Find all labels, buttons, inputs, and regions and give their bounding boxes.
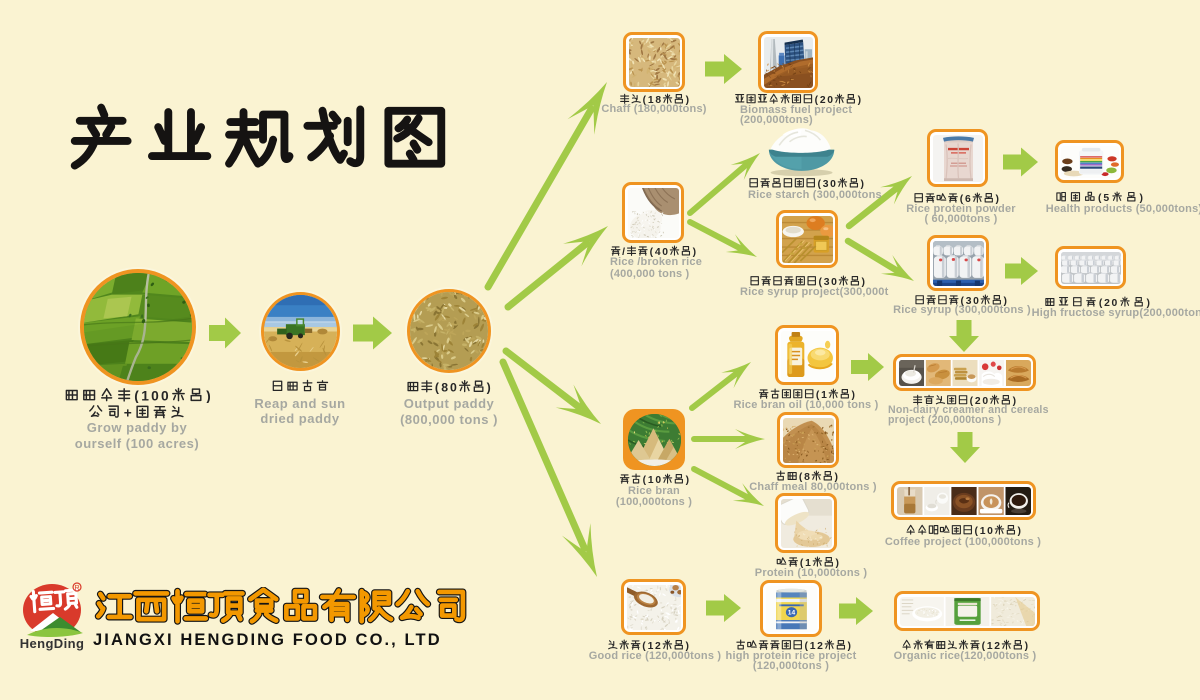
svg-text:1: 1 xyxy=(647,95,653,105)
svg-text:): ) xyxy=(852,390,855,400)
svg-text:6: 6 xyxy=(965,194,971,204)
svg-text:0: 0 xyxy=(161,388,169,403)
svg-text:(: ( xyxy=(815,95,819,105)
svg-text:(: ( xyxy=(642,95,646,105)
svg-text:): ) xyxy=(835,472,838,482)
svg-text:(: ( xyxy=(1098,193,1102,203)
svg-text:): ) xyxy=(1012,396,1015,406)
svg-text:8: 8 xyxy=(804,472,810,482)
svg-text:1: 1 xyxy=(805,558,811,568)
svg-text:1: 1 xyxy=(647,641,653,651)
svg-text:1: 1 xyxy=(810,641,816,651)
svg-text:0: 0 xyxy=(450,380,457,394)
svg-text:2: 2 xyxy=(974,396,980,406)
svg-text:): ) xyxy=(1025,641,1028,651)
svg-text:(: ( xyxy=(969,396,973,406)
svg-text:(: ( xyxy=(435,380,440,394)
svg-text:): ) xyxy=(858,95,861,105)
svg-text:(: ( xyxy=(134,388,139,403)
svg-text:(: ( xyxy=(642,475,646,485)
svg-text:1: 1 xyxy=(987,641,993,651)
svg-text:2: 2 xyxy=(817,641,823,651)
svg-text:14: 14 xyxy=(787,609,795,616)
svg-text:0: 0 xyxy=(831,277,837,287)
svg-text:0: 0 xyxy=(830,179,836,189)
svg-text:0: 0 xyxy=(982,396,988,406)
svg-text:8: 8 xyxy=(441,380,448,394)
svg-text:0: 0 xyxy=(1112,298,1118,308)
svg-text:): ) xyxy=(1147,298,1150,308)
svg-text:): ) xyxy=(206,388,211,403)
svg-text:2: 2 xyxy=(994,641,1000,651)
svg-text:(: ( xyxy=(960,194,964,204)
svg-text:(: ( xyxy=(817,179,821,189)
svg-text:0: 0 xyxy=(662,247,668,257)
svg-text:(: ( xyxy=(799,472,803,482)
svg-text:0: 0 xyxy=(655,475,661,485)
svg-text:4: 4 xyxy=(654,247,660,257)
svg-text:0: 0 xyxy=(827,95,833,105)
svg-text:(: ( xyxy=(974,526,978,536)
svg-text:/: / xyxy=(622,247,625,257)
svg-text:2: 2 xyxy=(655,641,661,651)
svg-text:3: 3 xyxy=(966,296,972,306)
svg-text:): ) xyxy=(861,277,864,287)
svg-text:(: ( xyxy=(982,641,986,651)
svg-text:3: 3 xyxy=(824,277,830,287)
svg-text:0: 0 xyxy=(987,526,993,536)
svg-text:(: ( xyxy=(649,247,653,257)
svg-text:(: ( xyxy=(642,641,646,651)
svg-text:(: ( xyxy=(800,558,804,568)
svg-text:): ) xyxy=(685,641,688,651)
svg-text:2: 2 xyxy=(1104,298,1110,308)
svg-text:): ) xyxy=(860,179,863,189)
svg-text:(: ( xyxy=(961,296,965,306)
svg-text:R: R xyxy=(74,585,79,592)
svg-text:1: 1 xyxy=(980,526,986,536)
svg-text:): ) xyxy=(685,95,688,105)
svg-text:): ) xyxy=(1004,296,1007,306)
svg-text:): ) xyxy=(1140,193,1143,203)
svg-text:(: ( xyxy=(816,390,820,400)
svg-text:): ) xyxy=(487,380,491,394)
svg-text:): ) xyxy=(847,641,850,651)
svg-text:1: 1 xyxy=(821,390,827,400)
svg-text:): ) xyxy=(995,194,998,204)
svg-text:): ) xyxy=(1017,526,1020,536)
svg-text:(: ( xyxy=(818,277,822,287)
svg-text:0: 0 xyxy=(151,388,159,403)
svg-text:5: 5 xyxy=(1104,193,1110,203)
svg-text:8: 8 xyxy=(655,95,661,105)
svg-text:3: 3 xyxy=(823,179,829,189)
svg-text:+: + xyxy=(123,405,131,420)
svg-text:2: 2 xyxy=(820,95,826,105)
svg-text:1: 1 xyxy=(647,475,653,485)
svg-text:0: 0 xyxy=(973,296,979,306)
svg-text:): ) xyxy=(836,558,839,568)
svg-text:(: ( xyxy=(804,641,808,651)
svg-text:1: 1 xyxy=(141,388,149,403)
svg-text:): ) xyxy=(685,475,688,485)
svg-text:(: ( xyxy=(1099,298,1103,308)
svg-text:): ) xyxy=(692,247,695,257)
